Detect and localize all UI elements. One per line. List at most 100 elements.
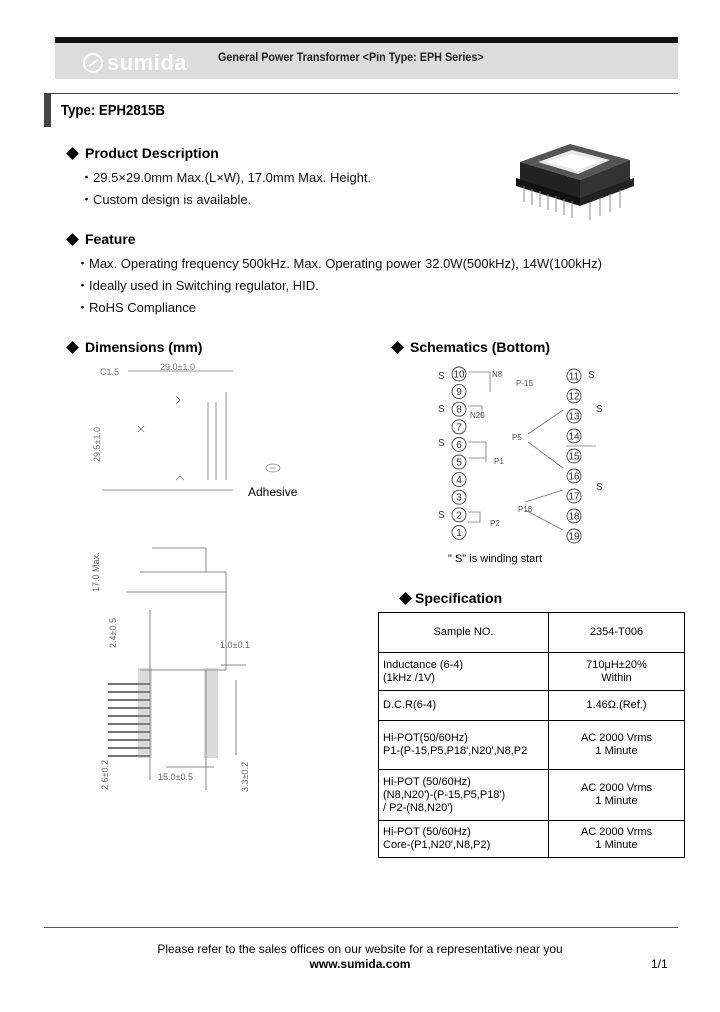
schematics-heading: Schematics (Bottom) bbox=[391, 339, 551, 355]
diamond-bullet-icon bbox=[399, 591, 412, 605]
side-view-drawing: 17.0 Max. 2.4±0.5 2.6±0.2 3.3±0.2 15.0±0… bbox=[91, 547, 250, 792]
dim-label-height-max: 17.0 Max. bbox=[91, 552, 101, 592]
dim-label-width: 29.0±1.0 bbox=[160, 362, 195, 372]
spec-label-line: (1kHz /1V) bbox=[383, 671, 435, 684]
spec-label-line: / P2-(N8,N20') bbox=[383, 801, 453, 814]
footer-note: Please refer to the sales offices on our… bbox=[157, 942, 563, 956]
spec-value-line: 1.46Ω.(Ref.) bbox=[586, 699, 647, 711]
product-photo bbox=[516, 144, 634, 220]
pin-number: 7 bbox=[456, 422, 462, 433]
s-mark: S bbox=[596, 482, 603, 493]
spec-label-cell: Hi-POT (50/60Hz)(N8,N20')-(P-15,P5,P18')… bbox=[378, 769, 549, 821]
dim-label-c15: C1.5 bbox=[100, 367, 119, 377]
spec-label-cell: Hi-POT (50/60Hz)Core-(P1,N20',N8,P2) bbox=[378, 820, 549, 858]
pin-number: 2 bbox=[456, 510, 462, 521]
diamond-bullet-icon bbox=[391, 340, 404, 354]
pin-circle bbox=[451, 384, 467, 400]
label-p18: P18 bbox=[518, 505, 533, 514]
dim-label-15: 15.0±0.5 bbox=[158, 772, 193, 782]
spec-label-line: Core-(P1,N20',N8,P2) bbox=[383, 839, 491, 851]
spec-row: Hi-POT (50/60Hz)(N8,N20')-(P-15,P5,P18')… bbox=[378, 769, 685, 821]
label-p15: P-15 bbox=[516, 379, 533, 388]
feature-heading: Feature bbox=[66, 231, 136, 247]
pin-circle bbox=[566, 428, 582, 444]
pin-circle bbox=[566, 368, 582, 384]
product-description-line: ・29.5×29.0mm Max.(L×W), 17.0mm Max. Heig… bbox=[80, 170, 372, 185]
diamond-bullet-icon bbox=[66, 340, 79, 354]
dim-label-2-6: 2.6±0.2 bbox=[100, 760, 110, 790]
s-mark: S bbox=[438, 371, 445, 382]
dim-label-1-0: 1.0±0.1 bbox=[220, 640, 250, 650]
pin-circle bbox=[566, 408, 582, 424]
spec-value-cell: 2354-T006 bbox=[548, 612, 685, 653]
feature-line: ・RoHS Compliance bbox=[76, 300, 196, 315]
pin-number: 18 bbox=[568, 512, 580, 523]
pin-number: 15 bbox=[568, 452, 580, 463]
footer-url[interactable]: www.sumida.com bbox=[309, 957, 411, 971]
specification-heading-text: Specification bbox=[415, 590, 503, 606]
pin-number: 14 bbox=[568, 432, 580, 443]
spec-row: Hi-POT (50/60Hz)Core-(P1,N20',N8,P2) AC 2… bbox=[378, 820, 685, 858]
pin-number: 10 bbox=[453, 370, 465, 381]
label-n20: N20 bbox=[470, 411, 485, 420]
spec-value-line: 2354-T006 bbox=[589, 626, 644, 638]
pin-number: 19 bbox=[568, 532, 580, 543]
spec-label-cell: Inductance (6-4)(1kHz /1V) bbox=[378, 652, 549, 691]
pin-number: 12 bbox=[568, 392, 580, 403]
feature-line: ・Ideally used in Switching regulator, HI… bbox=[76, 278, 319, 293]
s-mark: S bbox=[438, 404, 445, 415]
feature-line: ・Max. Operating frequency 500kHz. Max. O… bbox=[76, 256, 602, 271]
spec-value-line: 1 Minute bbox=[595, 839, 638, 851]
schematics-heading-text: Schematics (Bottom) bbox=[410, 339, 551, 355]
spec-label-line: P1-(P-15,P5,P18',N20',N8,P2 bbox=[383, 745, 528, 757]
winding-start-note: " S" is winding start bbox=[448, 553, 543, 565]
s-mark: S bbox=[438, 438, 445, 449]
pin-circle bbox=[451, 419, 467, 435]
pin-circle bbox=[451, 436, 467, 452]
spec-label-cell: Sample NO. bbox=[378, 612, 549, 653]
document-title: General Power Transformer <Pin Type: EPH… bbox=[218, 50, 484, 64]
pin-circle bbox=[566, 488, 582, 504]
pin-number: 4 bbox=[456, 475, 462, 486]
spec-value-line: 710μH±20% bbox=[586, 658, 647, 671]
spec-value-line: AC 2000 Vrms bbox=[580, 782, 653, 794]
spec-label-cell: Hi-POT(50/60Hz)P1-(P-15,P5,P18',N20',N8,… bbox=[378, 720, 549, 770]
pin-circle bbox=[451, 472, 467, 488]
specification-heading: Specification bbox=[399, 590, 503, 606]
page-number: 1/1 bbox=[651, 957, 668, 971]
pin-number: 9 bbox=[456, 387, 462, 398]
spec-value-line: AC 2000 Vrms bbox=[580, 826, 653, 838]
spec-label-cell: D.C.R(6-4) bbox=[378, 690, 549, 721]
pin-circle bbox=[566, 508, 582, 524]
type-bar bbox=[44, 93, 678, 127]
label-p1: P1 bbox=[494, 457, 504, 466]
spec-value-cell: 710μH±20%Within bbox=[548, 652, 685, 691]
pin-circle bbox=[566, 528, 582, 544]
spec-label-line: Hi-POT(50/60Hz) bbox=[383, 732, 468, 744]
spec-row: Inductance (6-4)(1kHz /1V)710μH±20%Withi… bbox=[378, 652, 685, 691]
diamond-bullet-icon bbox=[66, 146, 79, 160]
dim-label-height: 29.5±1.0 bbox=[92, 427, 102, 462]
spec-label-line: Inductance (6-4) bbox=[383, 658, 464, 671]
pin-circle bbox=[451, 401, 467, 417]
dimensions-heading: Dimensions (mm) bbox=[66, 339, 202, 355]
s-mark: S bbox=[596, 404, 603, 415]
spec-label-line: Hi-POT (50/60Hz) bbox=[383, 826, 471, 838]
pin-circle bbox=[451, 366, 467, 382]
label-p2: P2 bbox=[490, 519, 500, 528]
pin-number: 5 bbox=[456, 458, 462, 469]
pin-number: 6 bbox=[456, 440, 462, 451]
label-p5: P5 bbox=[512, 433, 522, 442]
header-bar bbox=[55, 37, 678, 79]
product-description-line: ・Custom design is available. bbox=[80, 192, 252, 207]
pin-number: 8 bbox=[456, 405, 462, 416]
pin-circle bbox=[451, 507, 467, 523]
top-view-drawing: C1.5 29.0±1.0 29.5±1.0 bbox=[92, 362, 233, 491]
pin-circle bbox=[566, 388, 582, 404]
pin-circle bbox=[566, 468, 582, 484]
pin-circle bbox=[451, 524, 467, 540]
pin-circle bbox=[566, 448, 582, 464]
